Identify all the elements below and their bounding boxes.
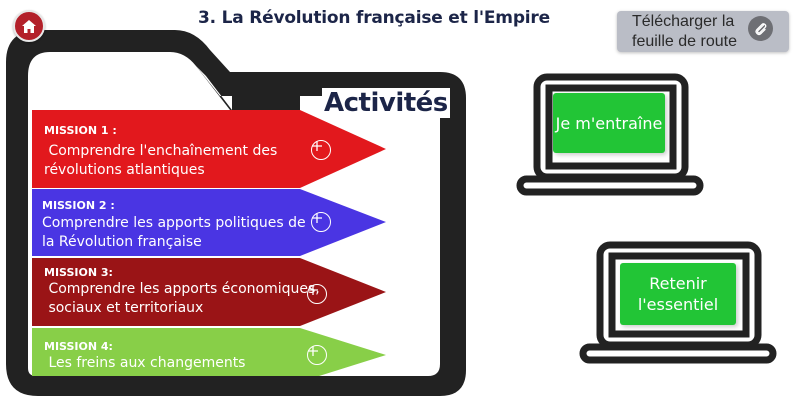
mission-2-label: MISSION 2 : [42,199,115,212]
plus-circle-icon[interactable] [307,345,327,365]
mission-2-banner[interactable]: MISSION 2 : Comprendre les apports polit… [32,189,386,256]
retenir-lessentiel-button[interactable]: Retenir l'essentiel [620,263,736,325]
mission-3-title: Comprendre les apports économiques, soci… [44,281,320,316]
mission-2-title: Comprendre les apports politiques de la … [42,215,306,250]
home-button[interactable] [13,10,45,42]
mission-4-arrow-shape [32,328,386,376]
retenir-line2: l'essentiel [637,295,719,314]
page-title: 3. La Révolution française et l'Empire [198,8,550,28]
download-roadmap-button[interactable]: Télécharger la feuille de route [617,11,789,52]
plus-circle-icon[interactable] [311,140,331,160]
mission-1-title: Comprendre l'enchaînement des révolution… [44,143,278,178]
download-label-line1: Télécharger la [632,13,735,30]
mission-1-label: MISSION 1 : [44,124,117,137]
mission-3-banner[interactable]: MISSION 3: Comprendre les apports économ… [32,258,386,326]
mission-4-banner[interactable]: MISSION 4: Les freins aux changements [32,328,386,376]
activities-heading: Activités [322,88,450,118]
mission-4-title: Les freins aux changements [44,355,246,371]
mission-3-arrow-shape [32,258,386,326]
plus-circle-icon[interactable] [307,284,327,304]
mission-1-banner[interactable]: MISSION 1 : Comprendre l'enchaînement de… [32,110,386,188]
je-mentraine-button[interactable]: Je m'entraîne [553,93,665,153]
mission-4-label: MISSION 4: [44,340,113,353]
mission-2-arrow-shape [32,189,386,256]
download-label-line2: feuille de route [632,33,737,50]
retenir-line1: Retenir [649,274,707,293]
paperclip-icon [748,16,773,41]
mission-1-arrow-shape [32,110,386,188]
download-label: Télécharger la feuille de route [632,12,737,52]
home-icon [22,19,36,33]
mission-3-label: MISSION 3: [44,266,113,279]
plus-circle-icon[interactable] [311,212,331,232]
